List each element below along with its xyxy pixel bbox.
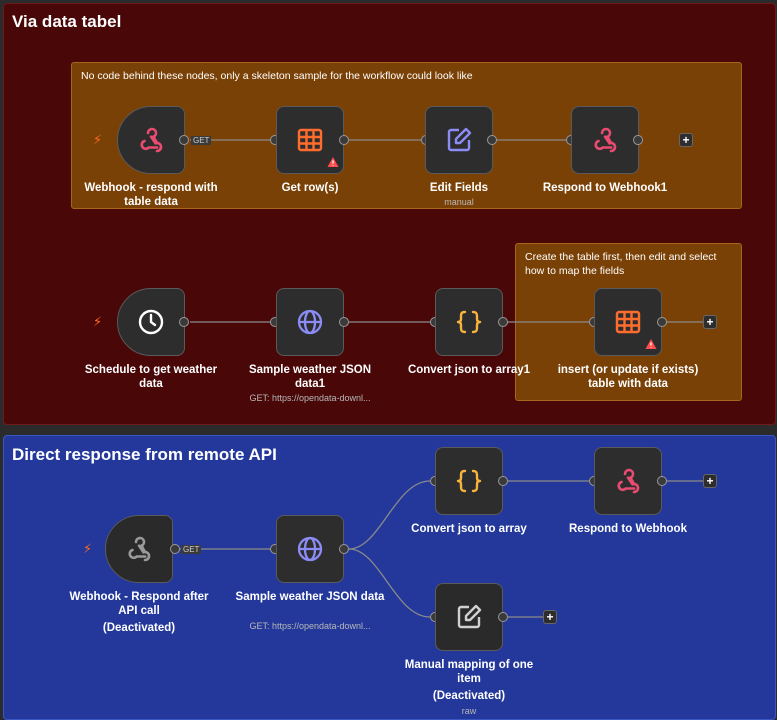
table-icon [615, 310, 641, 334]
node-label: Respond to Webhook [569, 523, 687, 535]
warning-icon [327, 157, 339, 167]
connection-line [348, 480, 431, 550]
node-label: Convert json to array1 [407, 364, 531, 376]
node-status: (Deactivated) [102, 622, 176, 634]
output-port[interactable] [339, 544, 349, 554]
method-badge: GET [181, 545, 202, 554]
node-label: Manual mapping of one item [404, 659, 534, 685]
node-sample-weather-json[interactable] [276, 515, 344, 583]
output-port[interactable] [339, 135, 349, 145]
group-title: Via data tabel [12, 12, 122, 31]
node-manual-mapping[interactable] [435, 583, 503, 651]
method-badge: GET [191, 136, 212, 145]
webhook-icon [140, 127, 163, 153]
connection-line [348, 548, 431, 618]
node-label: Sample weather JSON data1 [248, 364, 372, 390]
table-icon [297, 128, 323, 152]
node-schedule-trigger[interactable] [117, 288, 185, 356]
clock-icon [138, 309, 164, 335]
trigger-bolt-icon: ⚡ [93, 314, 103, 329]
output-port[interactable] [498, 612, 508, 622]
output-port[interactable] [498, 476, 508, 486]
sticky-text: No code behind these nodes, only a skele… [81, 70, 473, 82]
node-respond-webhook[interactable] [594, 447, 662, 515]
add-node-button[interactable]: + [543, 610, 557, 624]
add-node-button[interactable]: + [703, 474, 717, 488]
add-node-button[interactable]: + [703, 315, 717, 329]
node-subtitle: raw [461, 706, 477, 716]
node-label: Respond to Webhook1 [542, 182, 668, 194]
globe-icon [297, 309, 323, 335]
node-webhook-respond-api[interactable] [105, 515, 173, 583]
add-node-button[interactable]: + [679, 133, 693, 147]
output-port[interactable] [487, 135, 497, 145]
node-label: Edit Fields [429, 182, 489, 194]
node-webhook-respond-table[interactable] [117, 106, 185, 174]
globe-icon [297, 536, 323, 562]
node-convert-json[interactable] [435, 447, 503, 515]
node-convert-json1[interactable] [435, 288, 503, 356]
webhook-icon [617, 468, 640, 494]
webhook-icon [594, 127, 617, 153]
node-label: Webhook - Respond after API call [69, 591, 209, 617]
node-respond-webhook1[interactable] [571, 106, 639, 174]
output-port[interactable] [179, 317, 189, 327]
output-port[interactable] [633, 135, 643, 145]
output-port[interactable] [339, 317, 349, 327]
node-edit-fields[interactable] [425, 106, 493, 174]
node-label: insert (or update if exists) table with … [557, 364, 699, 390]
sticky-text: Create the table first, then edit and se… [525, 251, 717, 277]
braces-icon [456, 469, 482, 493]
webhook-icon [128, 536, 151, 562]
node-label: Sample weather JSON data [235, 591, 385, 603]
output-port[interactable] [657, 317, 667, 327]
node-status: (Deactivated) [432, 690, 506, 702]
group-title: Direct response from remote API [12, 445, 277, 464]
warning-icon [645, 339, 657, 349]
edit-icon [447, 127, 472, 152]
braces-icon [456, 310, 482, 334]
node-label: Webhook - respond with table data [84, 182, 218, 208]
output-port[interactable] [657, 476, 667, 486]
node-label: Get row(s) [281, 182, 339, 194]
node-label: Convert json to array [411, 523, 527, 535]
node-subtitle: GET: https://opendata-downl... [249, 393, 371, 403]
edit-icon [457, 604, 482, 629]
output-port[interactable] [170, 544, 180, 554]
node-subtitle: manual [444, 197, 474, 207]
trigger-bolt-icon: ⚡ [93, 132, 103, 147]
output-port[interactable] [498, 317, 508, 327]
node-subtitle: GET: https://opendata-downl... [249, 621, 371, 631]
trigger-bolt-icon: ⚡ [83, 541, 93, 556]
node-sample-weather-json1[interactable] [276, 288, 344, 356]
node-label: Schedule to get weather data [84, 364, 218, 390]
output-port[interactable] [179, 135, 189, 145]
